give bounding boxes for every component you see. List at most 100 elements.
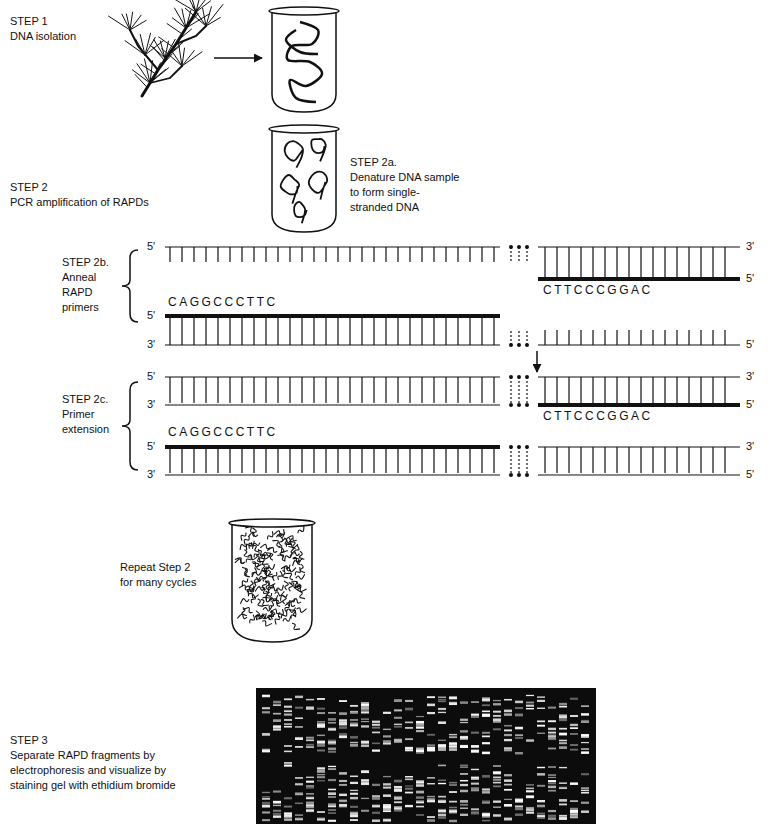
base-pair-tick: [700, 447, 701, 473]
gel-band: [493, 777, 501, 779]
gel-band: [504, 784, 512, 786]
gel-band: [559, 782, 567, 783]
base-pair-tick: [724, 377, 725, 403]
gel-band: [427, 800, 435, 802]
dna-molecule: [278, 609, 283, 617]
gel-band: [526, 807, 534, 809]
gel-band: [482, 735, 490, 737]
gel-band: [262, 792, 270, 793]
gel-band: [449, 791, 457, 793]
gel-band: [372, 724, 380, 726]
branch-line: [182, 9, 186, 28]
gel-band: [317, 750, 325, 752]
gel-band: [427, 819, 435, 822]
gel-band: [339, 733, 347, 735]
gel-band: [350, 722, 358, 724]
gel-band: [339, 794, 347, 796]
gel-band: [482, 816, 490, 817]
gel-band: [416, 784, 424, 787]
dna-molecule: [242, 607, 247, 615]
step-label: STEP 1: [10, 14, 48, 29]
gel-band: [438, 699, 446, 701]
gel-band: [328, 718, 336, 721]
gel-band: [559, 715, 567, 716]
gel-band: [339, 784, 347, 786]
gel-band: [416, 791, 424, 794]
gel-band: [306, 699, 314, 700]
step-label: STEP 2b.: [62, 255, 109, 270]
gel-band: [405, 747, 413, 749]
gel-band: [339, 700, 347, 702]
gel-band: [306, 809, 314, 811]
base-pair-tick: [457, 247, 458, 262]
gel-band: [350, 744, 358, 747]
gel-band: [493, 728, 501, 730]
gel-band: [427, 712, 435, 714]
gel-band: [394, 801, 402, 803]
base-pair-tick: [664, 377, 665, 403]
base-pair-tick: [664, 330, 665, 345]
gel-band: [262, 750, 270, 752]
base-pair-tick: [349, 447, 350, 473]
gel-band: [284, 714, 292, 716]
gel-band: [537, 720, 545, 722]
base-pair-tick: [518, 447, 519, 473]
gel-band: [526, 695, 534, 696]
gel-band: [581, 792, 589, 794]
base-pair-tick: [301, 247, 302, 262]
tube-rim: [269, 7, 339, 15]
base-pair-tick: [580, 247, 581, 277]
dna-molecule: [250, 615, 255, 624]
gel-band: [559, 706, 567, 707]
dna-molecule: [279, 538, 283, 547]
gel-band: [416, 784, 424, 786]
dna-molecule: [250, 546, 258, 552]
base-pair-tick: [397, 377, 398, 403]
gel-band: [295, 696, 303, 698]
gel-band: [482, 813, 490, 816]
base-pair-tick: [277, 377, 278, 403]
base-pair-tick: [469, 447, 470, 473]
gel-band: [317, 770, 325, 773]
gel-band: [383, 794, 391, 796]
gel-band: [449, 746, 457, 747]
step-description: Denature DNA sample to form single-stran…: [350, 170, 460, 215]
gel-band: [361, 706, 369, 709]
gel-band: [361, 725, 369, 727]
base-pair-tick: [241, 447, 242, 473]
dna-molecule: [248, 555, 258, 560]
base-pair-tick: [592, 247, 593, 277]
base-pair-tick: [253, 318, 254, 345]
gel-band: [394, 790, 402, 791]
base-pair-tick: [556, 247, 557, 277]
gel-band: [570, 811, 578, 813]
gel-band: [350, 790, 358, 791]
base-pair-tick: [592, 377, 593, 403]
gel-band: [394, 724, 402, 726]
gel-band: [405, 708, 413, 711]
gel-band: [361, 782, 369, 785]
base-pair-tick: [253, 247, 254, 262]
gel-band: [262, 796, 270, 797]
base-pair-tick: [518, 330, 519, 345]
gel-band: [559, 733, 567, 736]
gel-band: [482, 814, 490, 816]
dna-molecule: [286, 573, 293, 579]
gel-band: [372, 797, 380, 800]
gel-band: [416, 727, 424, 728]
base-pair-tick: [664, 247, 665, 277]
gel-band: [482, 788, 490, 790]
gel-band: [548, 786, 556, 789]
gel-band: [581, 734, 589, 736]
dna-molecule: [296, 608, 306, 613]
base-pair-tick: [433, 447, 434, 473]
gel-band: [273, 719, 281, 722]
gel-band: [339, 724, 347, 725]
base-pair-tick: [616, 447, 617, 473]
dna-strands: [165, 245, 740, 477]
base-pair-tick: [313, 447, 314, 473]
gel-band: [438, 796, 446, 798]
dna-molecule: [255, 614, 264, 619]
base-pair-tick: [301, 318, 302, 345]
gel-band: [372, 812, 380, 814]
